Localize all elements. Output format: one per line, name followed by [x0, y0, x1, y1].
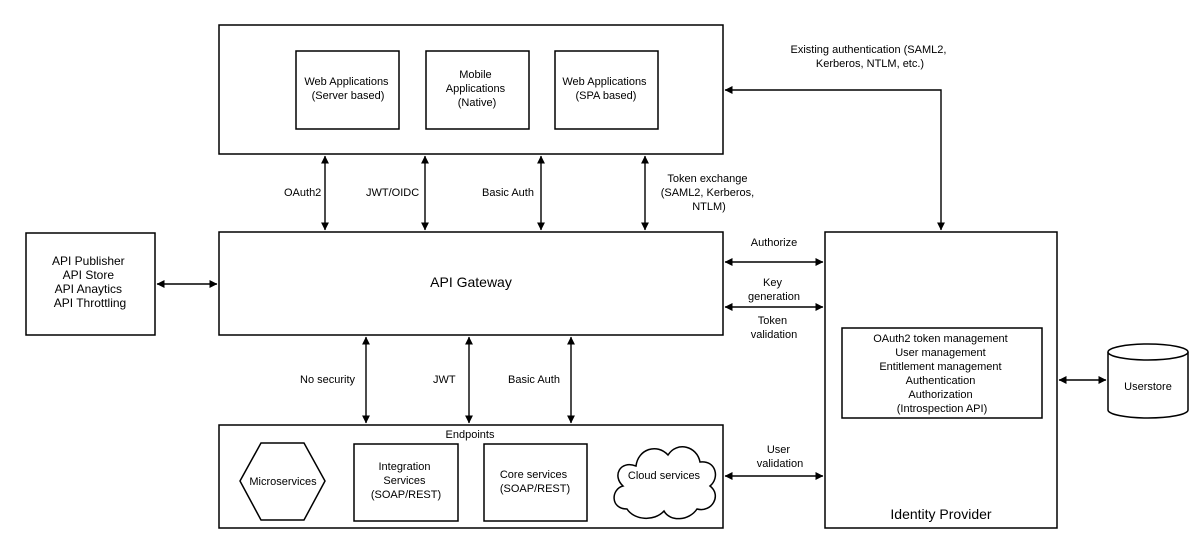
authorize-label: Authorize — [751, 237, 797, 249]
web-applications-server-label: Web Applications (Server based) — [304, 76, 391, 102]
web-server-line-1: Web Applications — [304, 76, 389, 88]
web-server-line-2: (Server based) — [312, 90, 385, 102]
microservices-label: Microservices — [249, 476, 317, 488]
basic-auth-endpoint-label: Basic Auth — [508, 374, 560, 386]
integration-line-2: Services — [383, 475, 426, 487]
existing-auth-line-1: Existing authentication (SAML2, — [791, 44, 947, 56]
userstore-label: Userstore — [1124, 381, 1172, 393]
api-throttling-text: API Throttling — [54, 296, 126, 310]
web-applications-server-box — [295, 50, 400, 130]
idp-feature-user-management: User management — [895, 347, 986, 359]
idp-feature-token-management: OAuth2 token management — [873, 333, 1008, 345]
mobile-line-3: (Native) — [458, 97, 497, 109]
userstore-cylinder-top — [1107, 343, 1189, 361]
existing-authentication-arrow — [724, 86, 945, 231]
api-gateway-title: API Gateway — [430, 274, 512, 290]
api-analytics-text: API Anaytics — [55, 282, 122, 296]
user-validation-line-2: validation — [757, 458, 803, 470]
core-services-label: Core services (SOAP/REST) — [500, 469, 570, 495]
existing-auth-line-2: Kerberos, NTLM, etc.) — [816, 58, 924, 70]
core-services-box — [483, 443, 588, 522]
idp-feature-entitlement: Entitlement management — [879, 361, 1001, 373]
basic-auth-client-label: Basic Auth — [482, 187, 534, 199]
idp-features-box — [841, 327, 1043, 419]
existing-authentication-label: Existing authentication (SAML2, Kerberos… — [791, 44, 950, 70]
api-gateway-box — [218, 231, 724, 336]
token-exchange-label: Token exchange (SAML2, Kerberos, NTLM) — [661, 173, 758, 213]
token-validation-label: Token validation — [751, 315, 797, 341]
userstore-cylinder-body — [1107, 352, 1189, 419]
token-exchange-line-1: Token exchange — [667, 173, 747, 185]
idp-features-list: OAuth2 token management User management … — [873, 333, 1011, 415]
no-security-label: No security — [300, 374, 356, 386]
integration-services-label: Integration Services (SOAP/REST) — [371, 461, 441, 501]
api-publisher-text: API Publisher — [52, 254, 125, 268]
jwt-label: JWT — [433, 374, 456, 386]
web-spa-line-2: (SPA based) — [576, 90, 637, 102]
core-services-line-2: (SOAP/REST) — [500, 483, 570, 495]
jwt-oidc-label: JWT/OIDC — [366, 187, 419, 199]
idp-feature-authorization: Authorization — [908, 389, 972, 401]
web-applications-spa-label: Web Applications (SPA based) — [562, 76, 649, 102]
integration-services-box — [353, 443, 459, 522]
microservices-hexagon — [239, 442, 326, 521]
key-generation-line-2: generation — [748, 291, 800, 303]
token-validation-line-1: Token — [758, 315, 787, 327]
idp-feature-authentication: Authentication — [906, 375, 976, 387]
cloud-services-shape — [613, 446, 717, 520]
mobile-applications-box — [425, 50, 530, 130]
web-spa-line-1: Web Applications — [562, 76, 647, 88]
cloud-services-label: Cloud services — [628, 470, 701, 482]
endpoints-title: Endpoints — [446, 429, 495, 441]
core-services-line-1: Core services — [500, 469, 568, 481]
token-exchange-line-2: (SAML2, Kerberos, — [661, 187, 755, 199]
user-validation-line-1: User — [767, 444, 791, 456]
mobile-line-1: Mobile — [459, 69, 491, 81]
key-generation-line-1: Key — [763, 277, 782, 289]
api-management-label: API Publisher API Store API Anaytics API… — [52, 254, 128, 310]
mobile-line-2: Applications — [446, 83, 506, 95]
web-applications-spa-box — [554, 50, 659, 130]
identity-provider-title: Identity Provider — [890, 506, 991, 522]
oauth2-label: OAuth2 — [284, 187, 321, 199]
idp-feature-introspection: (Introspection API) — [897, 403, 988, 415]
mobile-applications-label: Mobile Applications (Native) — [446, 69, 508, 109]
key-generation-label: Key generation — [748, 277, 800, 303]
integration-line-1: Integration — [378, 461, 430, 473]
token-validation-line-2: validation — [751, 329, 797, 341]
user-validation-label: User validation — [757, 444, 803, 470]
integration-line-3: (SOAP/REST) — [371, 489, 441, 501]
api-store-text: API Store — [63, 268, 115, 282]
api-management-box — [25, 232, 156, 336]
token-exchange-line-3: NTLM) — [692, 201, 726, 213]
